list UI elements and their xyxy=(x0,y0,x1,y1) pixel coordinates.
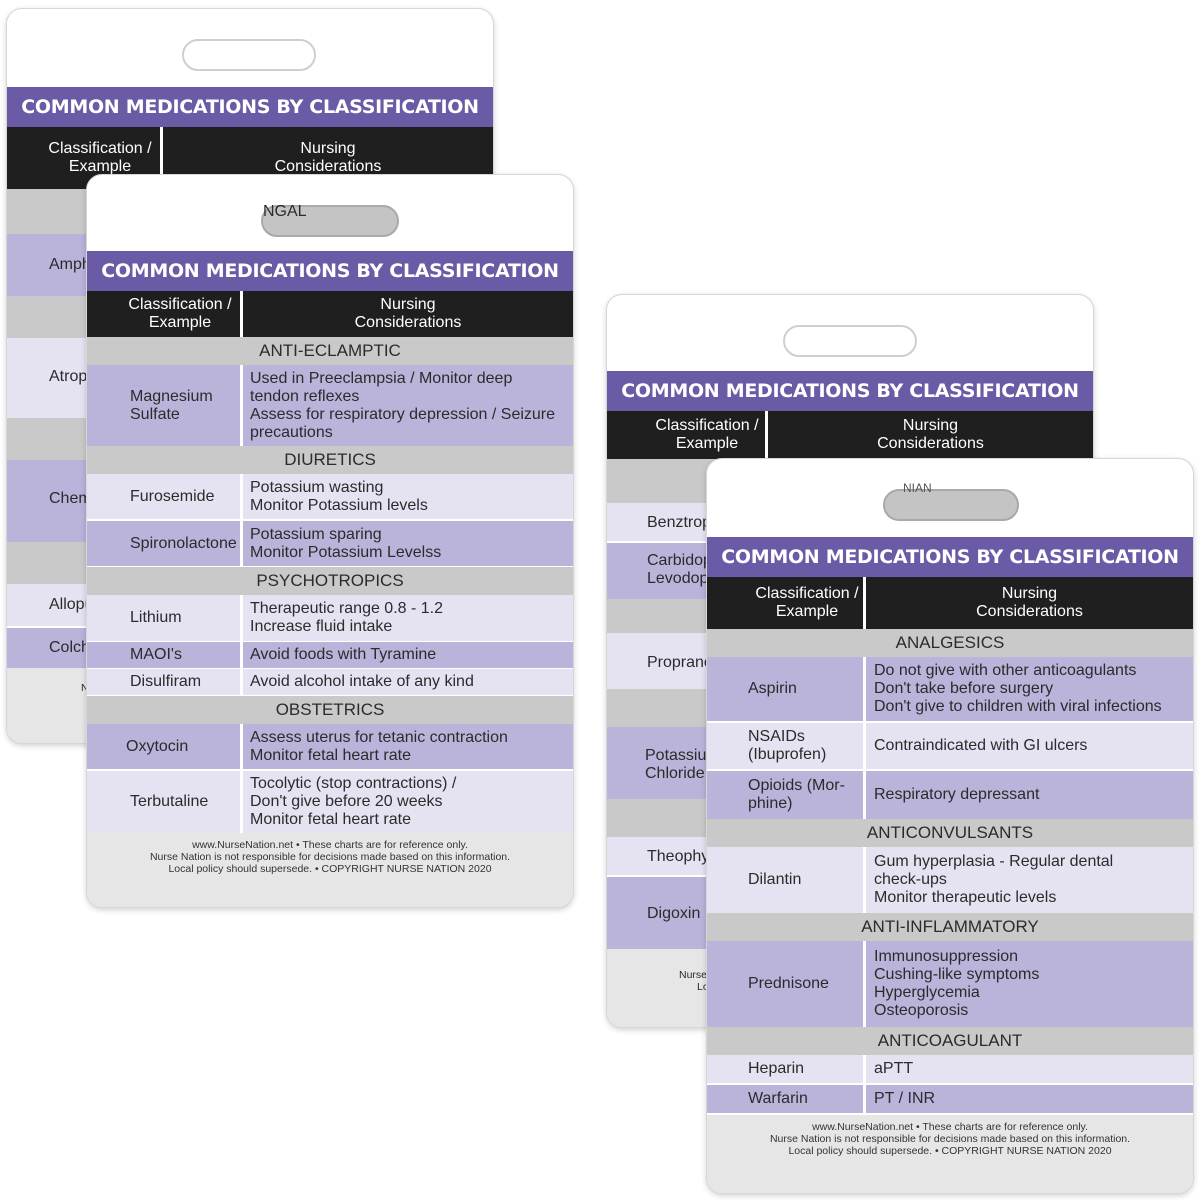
drug-name: Colch xyxy=(49,639,90,656)
section-header: ANTICONVULSANTS xyxy=(707,819,1193,847)
section-header: DIURETICS xyxy=(87,446,573,474)
table-row: Oxytocin Assess uterus for tetanic contr… xyxy=(87,724,573,769)
table-row: NSAIDs(Ibuprofen) Contraindicated with G… xyxy=(707,723,1193,769)
card-footer: www.NurseNation.net • These charts are f… xyxy=(707,1115,1193,1193)
drug-name: Benztrop xyxy=(647,514,712,531)
slot-peek-text: NIAN xyxy=(903,481,932,495)
section-header: ANALGESICS xyxy=(707,629,1193,657)
nursing-notes: Contraindicated with GI ulcers xyxy=(874,737,1088,754)
nursing-notes: Avoid alcohol intake of any kind xyxy=(250,673,474,690)
drug-name: Prednisone xyxy=(748,975,829,992)
drug-name: Terbutaline xyxy=(130,793,209,810)
drug-name: Carbidop xyxy=(647,552,712,569)
table-row: MAOI's Avoid foods with Tyramine xyxy=(87,642,573,668)
drug-name: Allopu xyxy=(49,596,94,613)
section-header: PSYCHOTROPICS xyxy=(87,567,573,595)
drug-name: Atropi xyxy=(49,368,91,385)
card-title: COMMON MEDICATIONS BY CLASSIFICATION xyxy=(607,371,1093,411)
drug-name: Chloride xyxy=(645,765,705,782)
slot-peek-text: NGAL xyxy=(263,203,307,220)
drug-name: Disulfiram xyxy=(130,673,202,690)
lanyard-slot xyxy=(261,205,399,237)
card-title: COMMON MEDICATIONS BY CLASSIFICATION xyxy=(7,87,493,127)
col1-header: Classification /Example xyxy=(755,585,859,620)
col1-header: Classification /Example xyxy=(655,417,759,452)
drug-name: Aspirin xyxy=(748,680,797,697)
drug-name: Heparin xyxy=(748,1060,805,1077)
col1-header: Classification /Example xyxy=(128,296,232,331)
drug-name: Oxytocin xyxy=(126,737,189,755)
drug-name: Dilantin xyxy=(748,871,802,888)
table-row: Disulfiram Avoid alcohol intake of any k… xyxy=(87,669,573,695)
table-row: Dilantin Gum hyperplasia - Regular denta… xyxy=(707,847,1193,913)
card-title: COMMON MEDICATIONS BY CLASSIFICATION xyxy=(87,251,573,291)
table-row: Warfarin PT / INR xyxy=(707,1085,1193,1113)
table-row: Opioids (Mor-phine) Respiratory depressa… xyxy=(707,771,1193,819)
col1-header: Classification /Example xyxy=(48,140,152,175)
drug-name: Opioids (Mor-phine) xyxy=(748,777,845,812)
drug-name: Digoxin xyxy=(647,905,701,922)
drug-name: Spironolactone xyxy=(130,534,237,552)
card-title: COMMON MEDICATIONS BY CLASSIFICATION xyxy=(707,537,1193,577)
nursing-notes: PT / INR xyxy=(874,1090,936,1107)
section-header: ANTI-ECLAMPTIC xyxy=(87,337,573,365)
nursing-notes: Respiratory depressant xyxy=(874,786,1040,803)
lanyard-slot xyxy=(883,489,1019,521)
lanyard-slot xyxy=(783,325,917,357)
front-right-card: NIAN COMMON MEDICATIONS BY CLASSIFICATIO… xyxy=(706,458,1194,1194)
nursing-notes: Avoid foods with Tyramine xyxy=(250,646,437,663)
drug-name: Proprano xyxy=(647,654,713,671)
drug-name: Potassiu xyxy=(645,747,707,764)
drug-name: Warfarin xyxy=(748,1090,808,1107)
section-header: OBSTETRICS xyxy=(87,696,573,724)
table-row: Heparin aPTT xyxy=(707,1055,1193,1083)
drug-name: Furosemide xyxy=(130,487,215,505)
drug-name: Chem xyxy=(49,490,92,507)
drug-name: Theophyl xyxy=(647,848,713,865)
nursing-notes: aPTT xyxy=(874,1060,914,1077)
drug-name: Amph xyxy=(49,256,91,273)
section-header: ANTI-INFLAMMATORY xyxy=(707,913,1193,941)
table-row: Aspirin Do not give with other anticoagu… xyxy=(707,657,1193,721)
drug-name: Lithium xyxy=(130,609,182,626)
drug-name: MAOI's xyxy=(130,646,182,663)
nursing-notes: Tocolytic (stop contractions) /Don't giv… xyxy=(250,775,457,828)
table-row: Terbutaline Tocolytic (stop contractions… xyxy=(87,771,573,833)
lanyard-slot xyxy=(182,39,316,71)
section-header: ANTICOAGULANT xyxy=(707,1027,1193,1055)
card-footer: www.NurseNation.net • These charts are f… xyxy=(87,833,573,907)
drug-name: NSAIDs(Ibuprofen) xyxy=(748,728,827,763)
front-left-card: NGAL COMMON MEDICATIONS BY CLASSIFICATIO… xyxy=(86,174,574,908)
drug-name: Levodopa xyxy=(647,570,718,587)
